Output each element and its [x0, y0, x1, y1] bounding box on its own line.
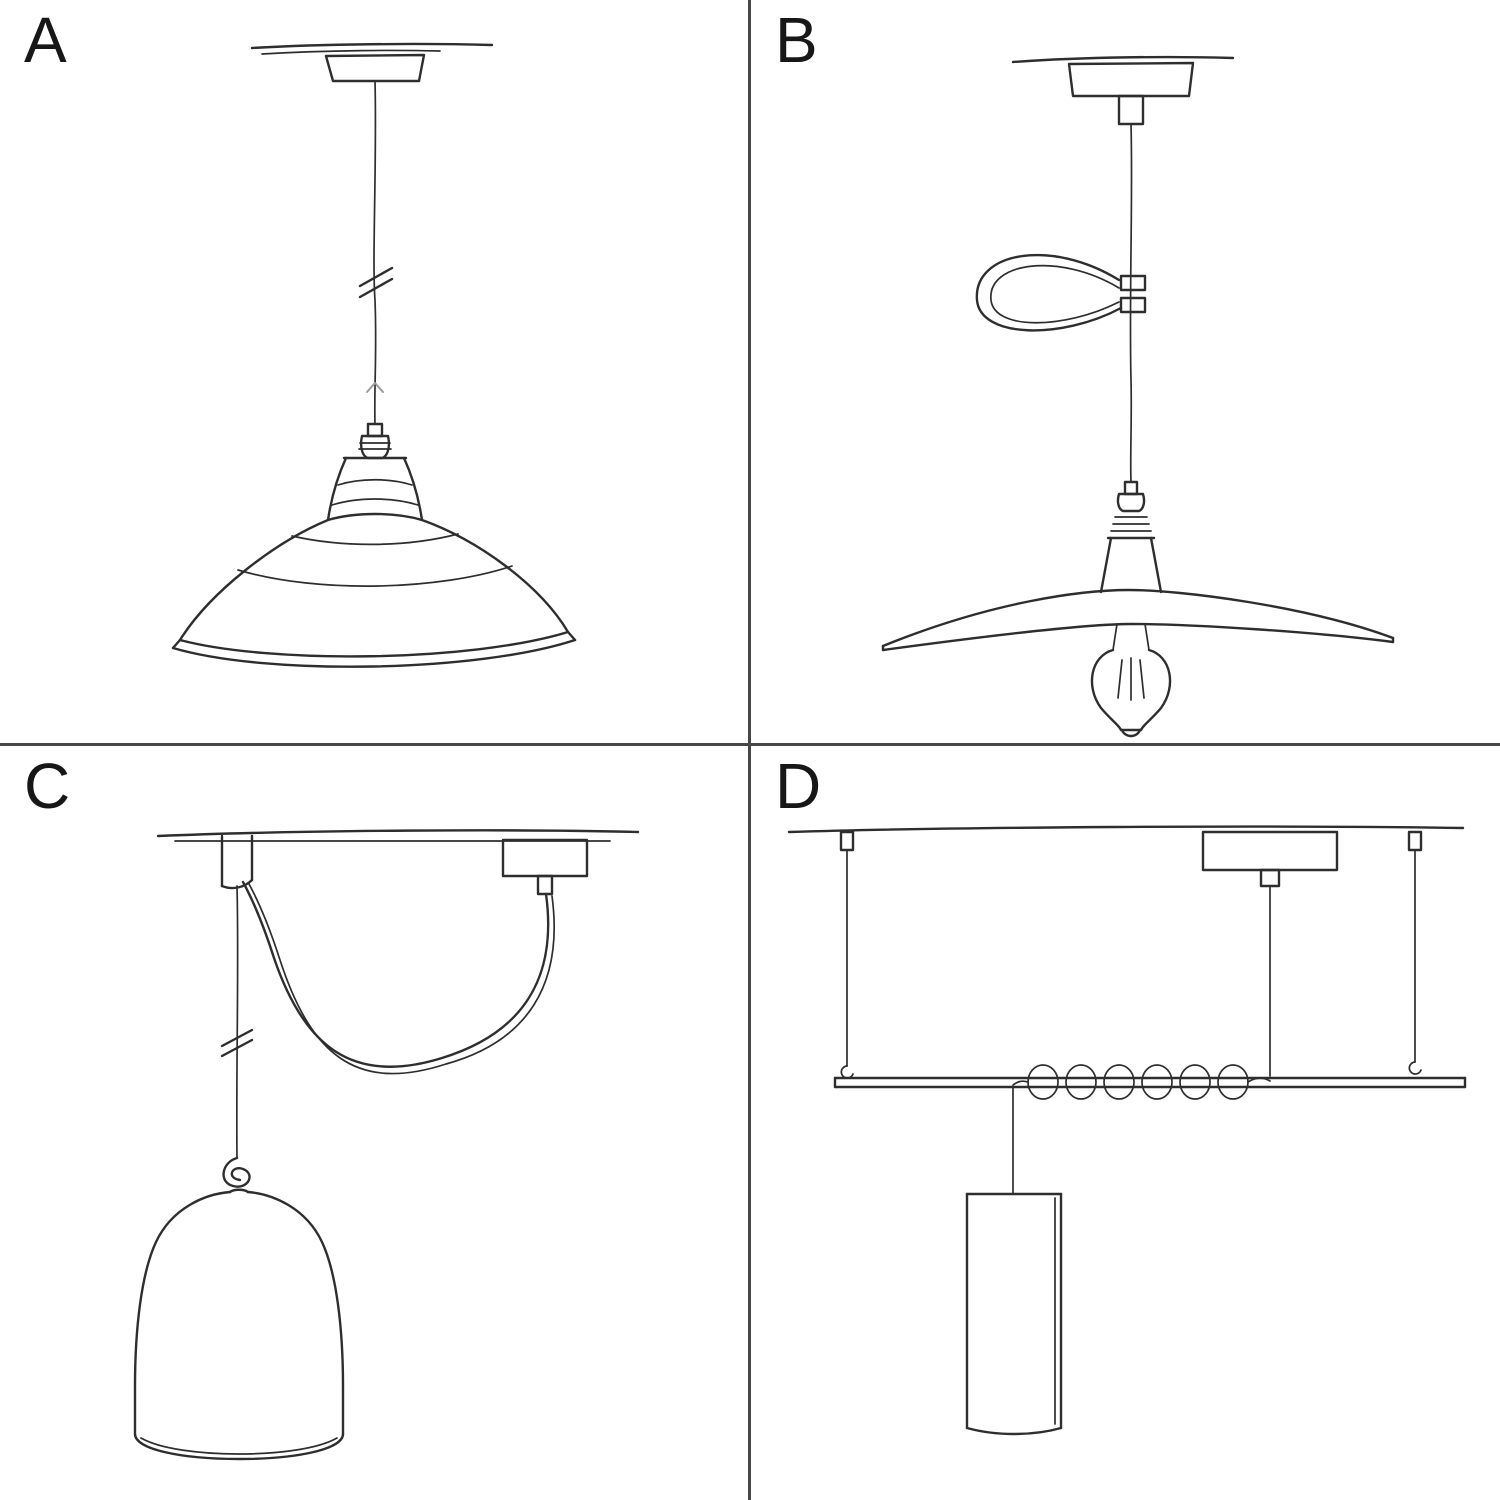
bell-shade — [133, 1188, 345, 1461]
lamp-holder — [1099, 480, 1163, 594]
panel-a-label: A — [24, 4, 68, 76]
shade — [171, 456, 577, 668]
ceiling-hook — [220, 834, 254, 890]
ceiling-rose — [1067, 61, 1195, 126]
panel-a: A — [0, 0, 748, 743]
tube-pendant — [965, 1086, 1063, 1436]
ceiling-line — [1011, 55, 1235, 64]
swag-cable — [241, 880, 556, 1075]
swag-hook-bell-shade-pendant-sketch-icon — [133, 829, 640, 1461]
panel-b: B — [751, 0, 1499, 743]
left-suspension-wire — [839, 830, 855, 1079]
horizontal-bar — [833, 1076, 1467, 1089]
flat-plate-shade — [881, 588, 1395, 652]
ceiling-rose — [324, 53, 426, 83]
panel-d-label: D — [775, 750, 823, 822]
panel-c-label: C — [24, 750, 72, 822]
suspended-bar-tube-pendant-sketch-icon — [787, 825, 1467, 1436]
right-suspension-wire — [1407, 830, 1423, 1075]
ceiling-line — [787, 825, 1465, 834]
lamp-holder — [342, 422, 408, 460]
drop-cable — [220, 885, 254, 1188]
cable-clip-loop — [975, 253, 1147, 332]
ceiling-rose — [501, 838, 589, 896]
ceiling-rose — [1201, 830, 1339, 1077]
horizontal-divider — [0, 743, 1500, 746]
coiled-cable — [1012, 1064, 1271, 1100]
flat-plate-shade-with-bulb-pendant-sketch-icon — [881, 55, 1395, 738]
ceiling-line — [250, 42, 494, 55]
panel-b-label: B — [775, 4, 819, 76]
pendant-cable — [358, 80, 394, 425]
pendant-cable — [1129, 123, 1133, 483]
panel-c: C — [0, 746, 748, 1500]
light-bulb — [1090, 623, 1172, 738]
vertical-divider — [748, 0, 751, 1500]
industrial-bowl-shade-pendant-sketch-icon — [171, 42, 577, 668]
panel-d: D — [751, 746, 1499, 1500]
